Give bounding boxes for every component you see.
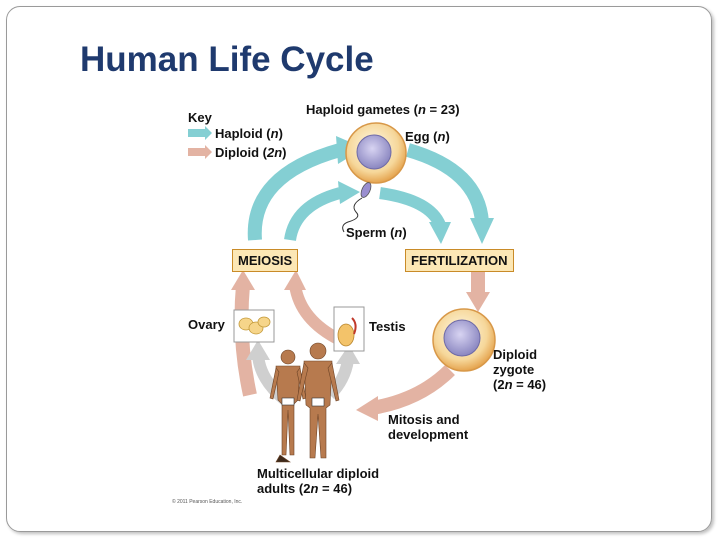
sperm-text: Sperm ( xyxy=(346,225,395,240)
key-haploid-ploidy: n xyxy=(270,126,279,141)
diploid-arrow-inner xyxy=(289,283,343,346)
egg-text: Egg ( xyxy=(405,129,438,144)
egg-cell-icon xyxy=(345,122,407,184)
adults-var: n xyxy=(310,481,319,496)
slide-frame xyxy=(6,6,712,532)
haploid-arrow-outer-left xyxy=(247,143,342,241)
key-diploid-label: Diploid (2n) xyxy=(215,145,287,160)
key-title: Key xyxy=(188,110,212,125)
haploid-arrow-inner-left xyxy=(284,187,342,242)
diploid-arrowhead-zygote xyxy=(466,292,490,312)
zygote-eq: = 46) xyxy=(512,377,547,392)
gray-arrowhead-left xyxy=(246,340,270,360)
mitosis-label-line2: development xyxy=(388,427,469,442)
diploid-arrowhead-outer-left xyxy=(231,270,255,290)
zygote-var: n xyxy=(504,377,513,392)
zygote-label-line1: Diploid xyxy=(493,347,538,362)
slide-title: Human Life Cycle xyxy=(80,40,374,79)
key-haploid-label: Haploid (n) xyxy=(215,126,283,141)
sperm-close: ) xyxy=(402,225,407,240)
key-diploid-ploidy: 2n xyxy=(267,145,283,160)
fertilization-box: FERTILIZATION xyxy=(405,249,514,272)
adults-text: adults (2 xyxy=(257,481,311,496)
egg-var: n xyxy=(437,129,446,144)
zygote-cell-icon xyxy=(432,308,496,372)
egg-label: Egg (n) xyxy=(405,129,450,144)
copyright-text: © 2011 Pearson Education, Inc. xyxy=(172,499,243,505)
haploid-arrowhead-inner-left xyxy=(338,181,360,204)
adults-eq: = 46) xyxy=(318,481,353,496)
testis-icon xyxy=(333,306,365,352)
mitosis-label-line1: Mitosis and xyxy=(388,412,460,427)
zygote-label-line3: (2n = 46) xyxy=(493,377,546,392)
human-adults-icon xyxy=(269,342,340,463)
zygote-label-line2: zygote xyxy=(493,362,535,377)
haploid-arrowhead-inner-right xyxy=(429,222,451,244)
adults-label-line1: Multicellular diploid xyxy=(257,466,380,481)
sperm-var: n xyxy=(394,225,403,240)
haploid-arrow-outer-right xyxy=(406,143,489,223)
sperm-icon xyxy=(342,182,372,233)
key-haploid-name: Haploid xyxy=(215,126,263,141)
diploid-arrow-mitosis xyxy=(370,364,455,415)
diploid-arrowhead-mitosis xyxy=(356,396,378,421)
haploid-arrow-inner-right xyxy=(379,187,446,228)
haploid-gametes-eq: = 23) xyxy=(425,102,460,117)
sperm-label: Sperm (n) xyxy=(346,225,407,240)
haploid-gametes-label: Haploid gametes (n = 23) xyxy=(306,102,460,117)
key-diploid-name: Diploid xyxy=(215,145,260,160)
testis-label: Testis xyxy=(369,319,406,334)
gray-arrowhead-right xyxy=(336,345,360,364)
ovary-icon xyxy=(233,309,275,343)
egg-close: ) xyxy=(445,129,450,144)
adults-label-line2: adults (2n = 46) xyxy=(257,481,352,496)
meiosis-box: MEIOSIS xyxy=(232,249,299,272)
ovary-label: Ovary xyxy=(188,317,225,332)
haploid-gametes-text: Haploid gametes ( xyxy=(306,102,418,117)
haploid-arrowhead-outer-right xyxy=(470,218,494,244)
haploid-gametes-var: n xyxy=(417,102,426,117)
zygote-open: (2 xyxy=(493,377,505,392)
diploid-arrowhead-inner xyxy=(284,270,306,290)
